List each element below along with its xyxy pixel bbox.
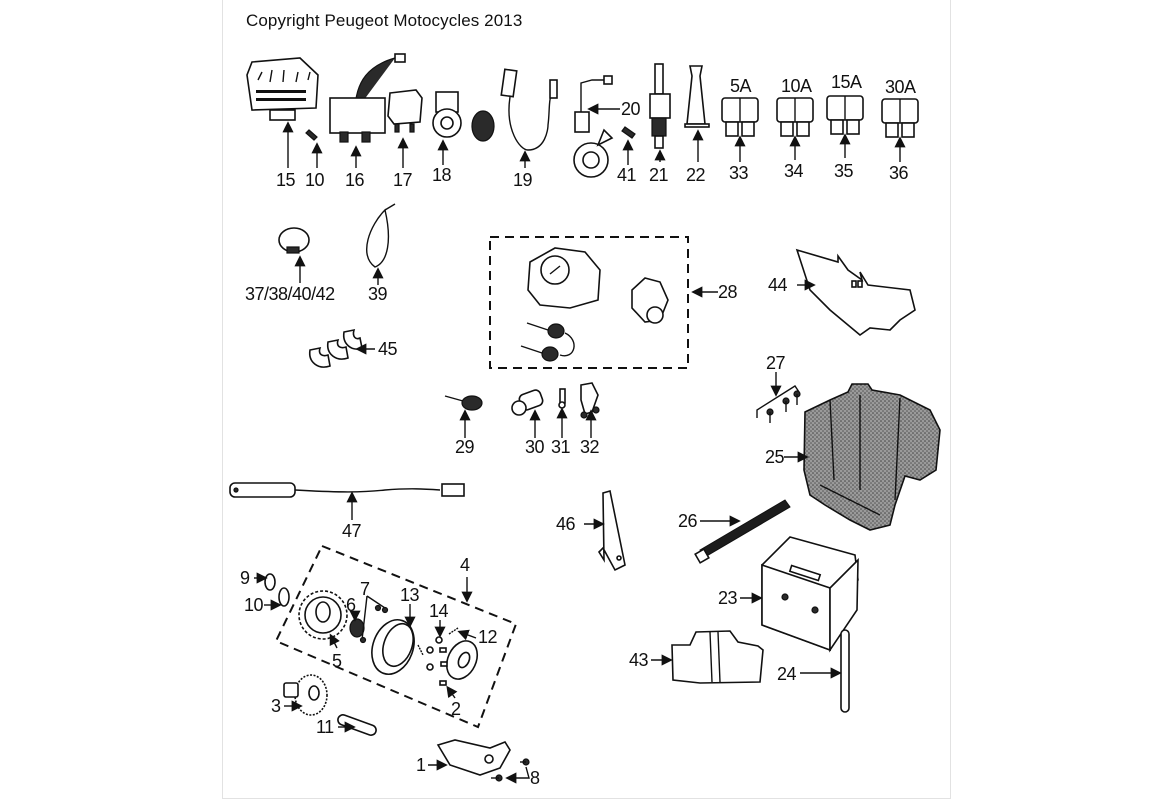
callout-47: 47 [342, 521, 362, 541]
callout-39: 39 [368, 284, 388, 304]
callout-17: 17 [393, 170, 413, 190]
part-23-battery[interactable] [761, 536, 859, 653]
part-12-spring[interactable] [417, 627, 459, 656]
part-21-brake-switch[interactable] [649, 63, 671, 149]
part-11-shaft[interactable] [336, 713, 377, 736]
callout-46: 46 [556, 514, 576, 534]
callout-28: 28 [718, 282, 738, 302]
callout-10-bottom: 10 [244, 595, 264, 615]
callout-20: 20 [621, 99, 641, 119]
part-1-starter-motor[interactable] [436, 739, 511, 776]
part-7-bolts[interactable] [359, 595, 389, 644]
part-10-washer[interactable] [278, 587, 290, 607]
callout-35: 35 [834, 161, 854, 181]
callout-29: 29 [455, 437, 475, 457]
part-20-speed-sensor[interactable] [573, 75, 614, 178]
part-45-holder[interactable] [308, 328, 363, 368]
part-46-hook-tool[interactable] [597, 489, 626, 572]
callout-7: 7 [360, 579, 370, 599]
part-10-screw[interactable] [305, 129, 318, 141]
callout-21: 21 [649, 165, 669, 185]
part-3-gear[interactable] [283, 674, 328, 716]
part-28-ignition-lock-set[interactable] [520, 247, 669, 362]
part-13-one-way-clutch[interactable] [365, 614, 422, 680]
callout-14: 14 [429, 601, 449, 621]
callout-33: 33 [729, 163, 749, 183]
callout-9: 9 [240, 568, 250, 588]
part-9-nut[interactable] [264, 573, 276, 591]
callout-34: 34 [784, 161, 804, 181]
callout-27: 27 [766, 353, 786, 373]
callout-8: 8 [530, 768, 540, 788]
fuse-rating-10a: 10A [781, 76, 812, 96]
part-2-clutch-plate[interactable] [439, 636, 483, 686]
callout-31: 31 [551, 437, 571, 457]
fuse-rating-30a: 30A [885, 77, 916, 97]
part-37-clamp[interactable] [278, 227, 310, 254]
fuse-34[interactable]: 10A 34 [776, 76, 814, 181]
callout-15: 15 [276, 170, 296, 190]
callout-3: 3 [271, 696, 281, 716]
part-22-rubber-cap[interactable] [684, 65, 710, 128]
part-17-relay[interactable] [387, 89, 423, 133]
part-19-sensor[interactable] [500, 68, 558, 151]
callout-32: 32 [580, 437, 600, 457]
fuse-33[interactable]: 5A 33 [721, 76, 759, 183]
callout-13: 13 [400, 585, 420, 605]
callout-18: 18 [432, 165, 452, 185]
part-27-screws[interactable] [756, 385, 801, 423]
part-30-lock-cylinder[interactable] [511, 389, 544, 416]
copyright-text: Copyright Peugeot Motocycles 2013 [246, 11, 523, 30]
part-24-breather-tube[interactable] [840, 629, 850, 713]
callout-43: 43 [629, 650, 649, 670]
callout-24: 24 [777, 664, 797, 684]
callout-5: 5 [332, 651, 342, 671]
part-44-heat-guard[interactable] [795, 248, 916, 337]
callout-12: 12 [478, 627, 498, 647]
callout-23: 23 [718, 588, 738, 608]
fuse-36[interactable]: 30A 36 [881, 77, 919, 183]
callout-16: 16 [345, 170, 365, 190]
part-41-screw[interactable] [621, 126, 636, 139]
callout-44: 44 [768, 275, 788, 295]
callout-30: 30 [525, 437, 545, 457]
callout-2: 2 [451, 699, 461, 719]
part-5-sprocket[interactable] [298, 590, 348, 640]
part-18-seat-lock[interactable] [432, 91, 495, 142]
callout-1: 1 [416, 755, 426, 775]
part-39-cable-tie[interactable] [366, 203, 396, 268]
callout-22: 22 [686, 165, 706, 185]
part-29-key[interactable] [444, 395, 483, 411]
part-8-bolts[interactable] [491, 758, 530, 782]
part-43-battery-cover[interactable] [671, 630, 764, 684]
part-31-screw[interactable] [558, 388, 566, 409]
part-47-cable[interactable] [229, 482, 465, 498]
callout-25: 25 [765, 447, 785, 467]
part-16-ignition-coil[interactable] [329, 53, 406, 143]
part-26-battery-strap[interactable] [694, 499, 791, 564]
callout-10-top: 10 [305, 170, 325, 190]
part-6-bearing[interactable] [349, 618, 365, 638]
callout-11: 11 [316, 717, 334, 737]
callout-19: 19 [513, 170, 533, 190]
callout-41: 41 [617, 165, 637, 185]
fuse-35[interactable]: 15A 35 [826, 72, 864, 181]
callout-26: 26 [678, 511, 698, 531]
kit-28-boundary [489, 236, 689, 369]
callout-37-38-40-42: 37/38/40/42 [245, 284, 335, 304]
part-32-latch[interactable] [580, 382, 600, 419]
callout-4: 4 [460, 555, 470, 575]
fuse-rating-15a: 15A [831, 72, 862, 92]
callout-45: 45 [378, 339, 398, 359]
part-25-battery-box[interactable] [803, 383, 941, 531]
kit-4-boundary [274, 544, 518, 729]
part-15-cdi-unit[interactable] [246, 57, 319, 121]
fuse-rating-5a: 5A [730, 76, 752, 96]
callout-6: 6 [346, 595, 356, 615]
part-14-roller[interactable] [426, 636, 443, 671]
callout-36: 36 [889, 163, 909, 183]
